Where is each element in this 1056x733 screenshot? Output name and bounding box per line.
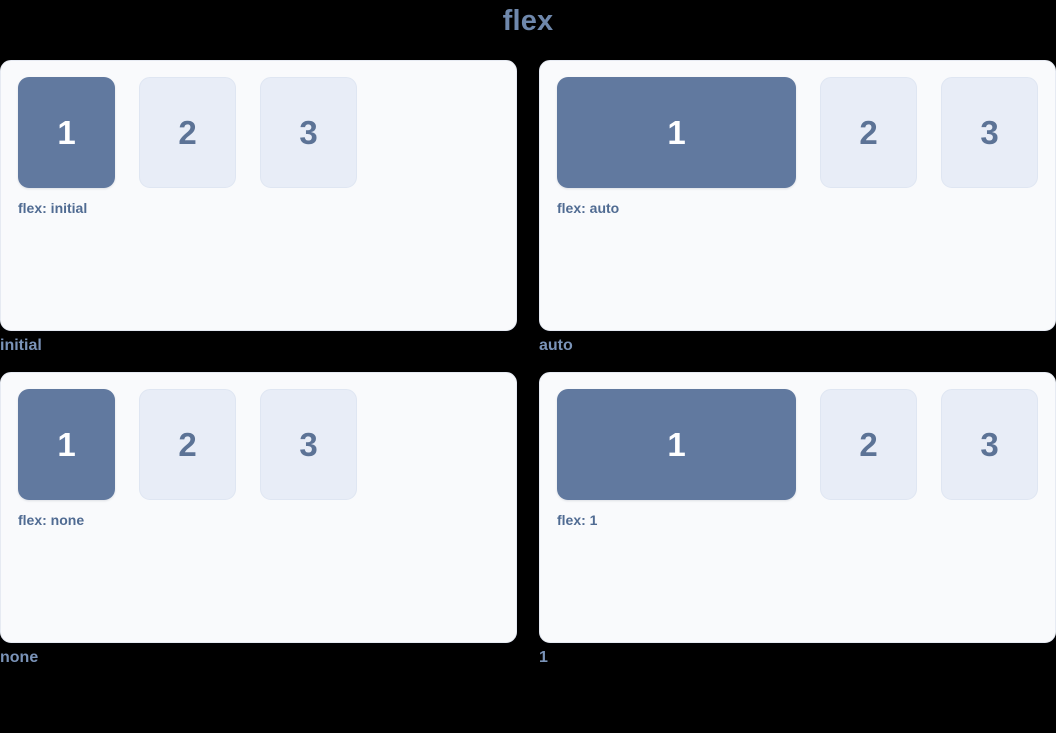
flex-property-label: flex: initial: [18, 200, 88, 216]
flex-property-label: flex: auto: [557, 200, 620, 216]
flex-item-label: 2: [859, 114, 878, 151]
demo-cell-one: 1 2 3 flex: 1 1: [539, 372, 1056, 669]
flex-item-3[interactable]: 3: [260, 389, 357, 500]
flex-item-label: 2: [859, 426, 878, 463]
flex-item-1[interactable]: 1: [18, 77, 115, 188]
flex-container-card: 1 2 3 flex: auto: [539, 60, 1056, 331]
flex-item-3[interactable]: 3: [260, 77, 357, 188]
flex-item-2[interactable]: 2: [139, 389, 236, 500]
flex-row: 1 2 3: [557, 389, 1038, 500]
flex-item-label: 2: [178, 114, 197, 151]
flex-item-label: 3: [299, 426, 318, 463]
flex-row: 1 2 3: [18, 77, 499, 188]
demo-cell-auto: 1 2 3 flex: auto auto: [539, 60, 1056, 357]
demo-cell-initial: 1 2 3 flex: initial initial: [0, 60, 517, 357]
demo-caption: none: [0, 649, 39, 666]
flex-item-2[interactable]: 2: [820, 77, 917, 188]
flex-item-1[interactable]: 1: [557, 389, 796, 500]
demo-grid: 1 2 3 flex: initial initial 1: [0, 60, 1056, 669]
flex-row: 1 2 3: [557, 77, 1038, 188]
flex-item-label: 3: [299, 114, 318, 151]
flex-container-card: 1 2 3 flex: initial: [0, 60, 517, 331]
flex-item-2[interactable]: 2: [139, 77, 236, 188]
flex-property-label: flex: 1: [557, 512, 598, 528]
flex-property-label: flex: none: [18, 512, 85, 528]
flex-item-label: 1: [57, 426, 76, 463]
demo-cell-none: 1 2 3 flex: none none: [0, 372, 517, 669]
flex-item-label: 2: [178, 426, 197, 463]
demo-caption: 1: [539, 649, 548, 666]
flex-item-label: 1: [667, 114, 686, 151]
flex-item-2[interactable]: 2: [820, 389, 917, 500]
flex-item-label: 3: [980, 114, 999, 151]
flex-item-label: 1: [667, 426, 686, 463]
demo-caption: initial: [0, 337, 42, 354]
flex-row: 1 2 3: [18, 389, 499, 500]
flex-item-label: 1: [57, 114, 76, 151]
demo-caption: auto: [539, 337, 573, 354]
page-title: flex: [502, 5, 554, 37]
flex-item-1[interactable]: 1: [18, 389, 115, 500]
flex-container-card: 1 2 3 flex: none: [0, 372, 517, 643]
flex-item-3[interactable]: 3: [941, 77, 1038, 188]
flex-item-label: 3: [980, 426, 999, 463]
flex-container-card: 1 2 3 flex: 1: [539, 372, 1056, 643]
flex-item-3[interactable]: 3: [941, 389, 1038, 500]
flex-item-1[interactable]: 1: [557, 77, 796, 188]
